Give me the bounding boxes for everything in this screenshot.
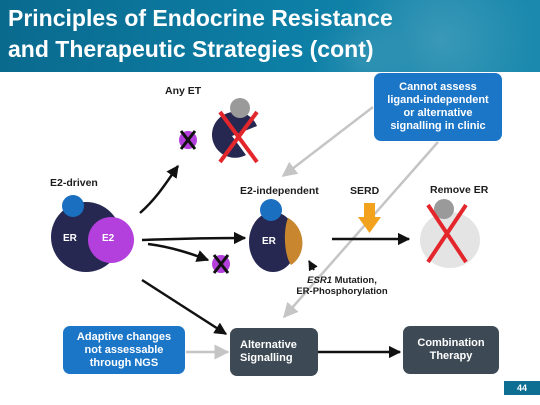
cannot-assess-line-2: ligand-independent [387,94,489,106]
coactivator-circle-e2-driven [62,195,84,217]
red-x-any-et-b [218,110,259,164]
adaptive-line-3: through NGS [89,356,159,369]
label-e2-independent: E2-independent [240,185,319,197]
title-banner [0,0,540,72]
arrow-to-alt-signalling [141,278,228,336]
coactivator-circle-e2-independent [260,199,282,221]
slide-title-line-1: Principles of Endocrine Resistance [8,5,393,31]
combination-therapy-box: Combination Therapy [403,326,499,374]
arrow-to-blocked-e2 [147,242,210,262]
x-mark-any-et-b [179,130,197,150]
label-serd: SERD [350,185,380,197]
e2-text: E2 [102,233,115,244]
label-any-et: Any ET [165,85,202,97]
er-receptor-e2-independent [249,212,297,272]
slide-title-line-2: and Therapeutic Strategies (cont) [8,36,374,62]
page-number: 44 [504,381,540,395]
arrow-to-e2-independent [141,231,247,245]
mutation-pointer-arrow [308,260,318,272]
adaptive-line-1: Adaptive changes [76,330,172,343]
cannot-assess-box: Cannot assess ligand-independent or alte… [374,73,502,141]
mutation-shape [284,218,303,265]
serd-arrow-icon [358,203,381,233]
coactivator-circle-removed [434,199,454,219]
callout-arrow-to-alt-signalling [283,141,439,319]
red-x-remove-er-b [426,203,468,264]
esr1-italic: ESR1 [307,275,332,286]
callout-arrow-to-e2-independent [281,106,374,177]
banner-texture [320,0,540,72]
combination-line-2: Therapy [429,350,473,362]
er-phosphorylation-text: ER-Phosphorylation [296,286,388,297]
cannot-assess-line-4: signalling in clinic [390,120,486,132]
alternative-signalling-box: Alternative Signalling [230,328,318,376]
x-mark-lower-b [212,254,230,274]
adaptive-changes-box: Adaptive changes not assessable through … [63,326,185,374]
adaptive-line-2: not assessable [84,343,164,356]
mutation-text: Mutation, [331,275,377,286]
er-text-e2-independent: ER [262,236,276,247]
label-esr1-mutation: ESR1 Mutation,ER-Phosphorylation [288,275,396,297]
combination-line-1: Combination [417,337,485,349]
label-remove-er: Remove ER [430,184,489,196]
slide-title: Principles of Endocrine Resistance and T… [8,3,393,65]
cannot-assess-line-1: Cannot assess [399,81,477,93]
er-text-e2-driven: ER [63,233,77,244]
alt-line-1: Alternative [240,339,297,351]
e2-ligand [88,217,134,263]
cannot-assess-line-3: or alternative [403,107,473,119]
alt-line-2: Signalling [240,352,293,364]
arrow-to-any-et [139,164,180,214]
label-e2-driven: E2-driven [50,177,98,189]
coactivator-circle-any-et [230,98,250,118]
